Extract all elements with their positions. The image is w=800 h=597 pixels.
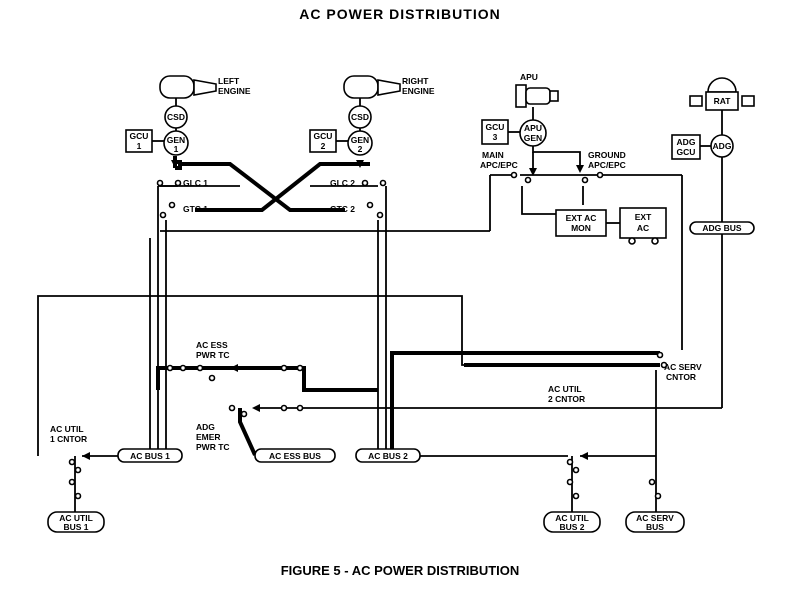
glc-2-label: GLC 2: [330, 178, 355, 188]
main-apc-label-2: APC/EPC: [480, 160, 518, 170]
ac-util2-cntor-label-2: 2 CNTOR: [548, 394, 585, 404]
glc-1-label: GLC 1: [183, 178, 208, 188]
adg-gcu: [671, 134, 701, 160]
left-engine-group: LEFT ENGINE CSD GEN 1 GCU 1: [125, 75, 251, 156]
csd-1-label: CSD: [167, 112, 185, 122]
gen-1-label-2: 1: [174, 144, 179, 154]
adg-bus-label: ADG BUS: [702, 223, 742, 233]
ac-util-bus-1-label-2: BUS 1: [63, 522, 88, 532]
apu-label: APU: [520, 72, 538, 82]
ext-ac-mon: [555, 209, 607, 237]
ext-ac-label-2: AC: [637, 223, 649, 233]
ac-util2-cntor-label-1: AC UTIL: [548, 384, 582, 394]
ac-util-bus-2: [543, 511, 601, 533]
lower-contactors: AC ESS PWR TC ADG EMER PWR TC AC UTIL 2 …: [50, 340, 702, 500]
gcu-3-label-2: 3: [493, 132, 498, 142]
wiring: [37, 110, 723, 516]
buses: AC BUS 1 AC ESS BUS AC BUS 2 AC UTIL BUS…: [47, 448, 685, 533]
ac-serv-bus-label-1: AC SERV: [636, 513, 674, 523]
right-engine-label-2: ENGINE: [402, 86, 435, 96]
ac-util-bus-1-label-1: AC UTIL: [59, 513, 93, 523]
adg-gcu-label-2: GCU: [677, 147, 696, 157]
apu-gen: [519, 119, 547, 147]
adg-emer-pwr-tc-label-2: EMER: [196, 432, 221, 442]
ac-bus-2-label: AC BUS 2: [368, 451, 408, 461]
gen-2-label-1: GEN: [351, 135, 369, 145]
gen-2-label-2: 2: [358, 144, 363, 154]
ac-ess-bus: [254, 448, 336, 463]
ac-serv-bus-label-2: BUS: [646, 522, 664, 532]
gtc-2-label: GTC 2: [330, 204, 355, 214]
ac-bus-1: [117, 448, 183, 463]
rat-label: RAT: [714, 96, 732, 106]
ac-serv-cntor-label-1: AC SERV: [664, 362, 702, 372]
ground-apc-label-2: APC/EPC: [588, 160, 626, 170]
ext-ac-mon-label-1: EXT AC: [566, 213, 597, 223]
gcu-1-label-2: 1: [137, 141, 142, 151]
glc-gtc-contactors: GLC 1 GTC 1 GLC 2 GTC 2: [156, 178, 387, 219]
ac-serv-cntor-label-2: CNTOR: [666, 372, 696, 382]
right-engine-label-1: RIGHT: [402, 76, 429, 86]
adg-emer-pwr-tc-label-3: PWR TC: [196, 442, 230, 452]
arrowheads: [82, 160, 588, 460]
ac-ess-pwr-tc-label-1: AC ESS: [196, 340, 228, 350]
figure-caption: FIGURE 5 - AC POWER DISTRIBUTION: [280, 563, 520, 578]
ac-ess-bus-label: AC ESS BUS: [269, 451, 321, 461]
right-engine-group: RIGHT ENGINE CSD GEN 2 GCU 2: [309, 75, 435, 156]
gcu-3-label-1: GCU: [486, 122, 505, 132]
ac-util1-cntor-label-2: 1 CNTOR: [50, 434, 87, 444]
rat-adg-group: RAT ADG ADG GCU ADG BUS: [671, 77, 755, 235]
page-title: AC POWER DISTRIBUTION: [299, 6, 501, 22]
ground-apc-label-1: GROUND: [588, 150, 626, 160]
ac-serv-bus: [625, 511, 685, 533]
ac-bus-2: [355, 448, 421, 463]
ac-util-bus-1: [47, 511, 105, 533]
adg-bus: [689, 221, 755, 235]
adg-gcu-label-1: ADG: [677, 137, 696, 147]
main-apc-label-1: MAIN: [482, 150, 504, 160]
rat-box: [705, 91, 739, 111]
gcu-2-label-2: 2: [321, 141, 326, 151]
ac-util-bus-2-label-1: AC UTIL: [555, 513, 589, 523]
right-engine-icon: [343, 75, 401, 99]
gtc-1-label: GTC 1: [183, 204, 208, 214]
ac-util1-cntor-label-1: AC UTIL: [50, 424, 84, 434]
gcu-1-label-1: GCU: [130, 131, 149, 141]
left-engine-icon: [159, 75, 217, 99]
left-engine-label-1: LEFT: [218, 76, 240, 86]
ext-ac-label-1: EXT: [635, 212, 652, 222]
gen-1-label-1: GEN: [167, 135, 185, 145]
apu-gen-label-2: GEN: [524, 133, 542, 143]
gen-2: [347, 130, 373, 156]
ac-util-bus-2-label-2: BUS 2: [559, 522, 584, 532]
apu-icon: [515, 84, 559, 108]
ext-ac-mon-label-2: MON: [571, 223, 591, 233]
ac-bus-1-label: AC BUS 1: [130, 451, 170, 461]
apu-gen-label-1: APU: [524, 123, 542, 133]
ac-ess-pwr-tc-label-2: PWR TC: [196, 350, 230, 360]
gcu-3: [481, 119, 509, 145]
apu-group: APU APU GEN GCU 3 MAIN APC/EPC GROUND AP…: [480, 72, 667, 245]
adg-label: ADG: [713, 141, 732, 151]
gen-1: [163, 130, 189, 156]
adg-emer-pwr-tc-label-1: ADG: [196, 422, 215, 432]
left-engine-label-2: ENGINE: [218, 86, 251, 96]
ext-ac: [619, 207, 667, 239]
gcu-2-label-1: GCU: [314, 131, 333, 141]
csd-2-label: CSD: [351, 112, 369, 122]
